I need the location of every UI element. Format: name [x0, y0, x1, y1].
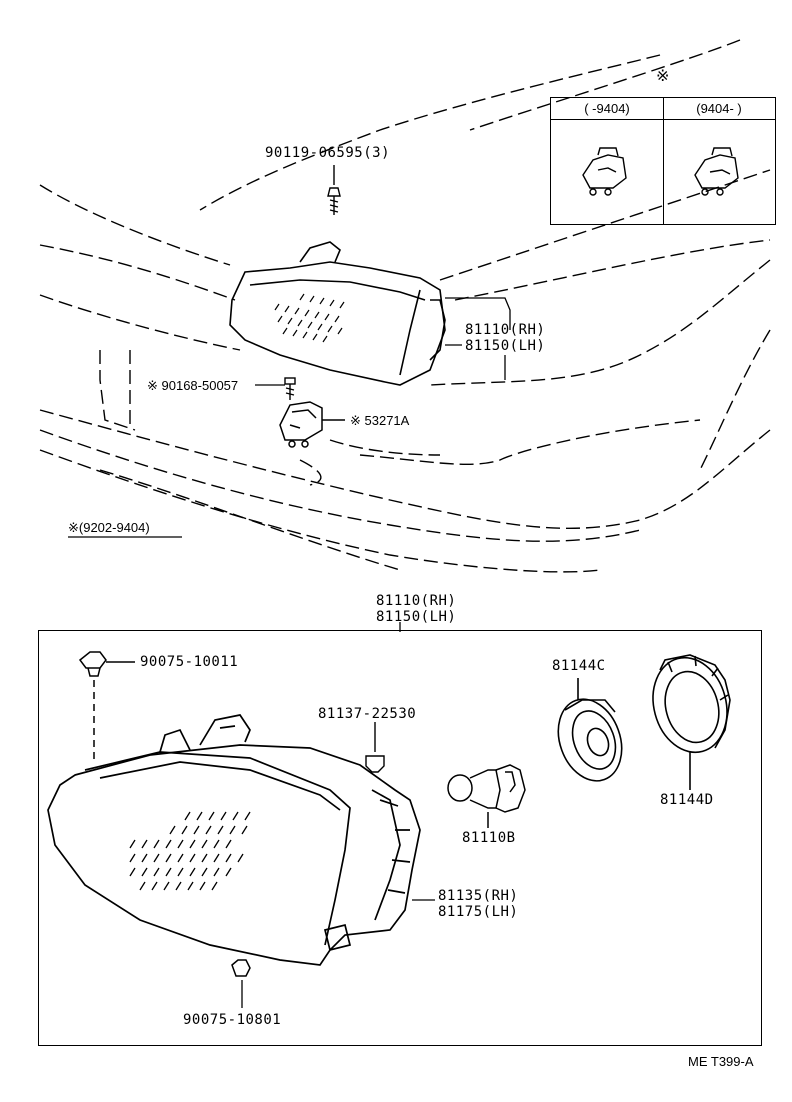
clip-mid-icon	[365, 722, 385, 773]
lower-headlamp	[47, 714, 421, 966]
socket-ring-icon	[557, 678, 623, 782]
assembly-rh-part-number: 81110(RH)	[376, 593, 457, 609]
inset-variant-box: ( -9404) (9404- )	[550, 97, 776, 225]
clip-top-icon	[78, 651, 135, 760]
headlamp-lh-part-number: 81150(LH)	[465, 338, 546, 354]
screw-part-number: ※ 90168-50057	[147, 378, 239, 393]
housing-lh-part-number: 81175(LH)	[438, 904, 519, 920]
clip-top-part-number: 90075-10011	[140, 654, 239, 670]
screw-icon	[284, 377, 296, 400]
clip-mid-part-number: 81137-22530	[318, 706, 417, 722]
leader-lines-upper	[255, 297, 511, 386]
bracket-icon	[279, 401, 345, 448]
inset-bracket-late	[694, 147, 739, 196]
assembly-detail-frame	[38, 630, 762, 1046]
housing-rh-part-number: 81135(RH)	[438, 888, 519, 904]
bulb-part-number: 81110B	[462, 830, 516, 846]
inset-bracket-early	[582, 147, 627, 196]
inset-col1-header: ( -9404)	[551, 98, 663, 120]
clip-bottom-part-number: 90075-10801	[183, 1012, 282, 1028]
clip-bottom-icon	[231, 959, 251, 977]
bulb-icon	[447, 764, 526, 828]
inset-col2-header: (9404- )	[663, 98, 775, 120]
assembly-lh-part-number: 81150(LH)	[376, 609, 457, 625]
inset-divider	[663, 98, 664, 224]
upper-headlamp	[229, 241, 446, 386]
date-range-note: ※(9202-9404)	[68, 520, 150, 535]
inset-note-symbol: ※	[656, 66, 670, 85]
cap-part-number: 81144D	[660, 792, 714, 808]
bolt-icon	[327, 165, 341, 215]
bolt-part-number: 90119-06595(3)	[265, 145, 391, 161]
bracket-part-number: ※ 53271A	[350, 413, 410, 428]
cap-ring-icon	[652, 654, 731, 790]
socket-part-number: 81144C	[552, 658, 606, 674]
diagram-code: ME T399-A	[688, 1054, 754, 1069]
headlamp-rh-part-number: 81110(RH)	[465, 322, 546, 338]
